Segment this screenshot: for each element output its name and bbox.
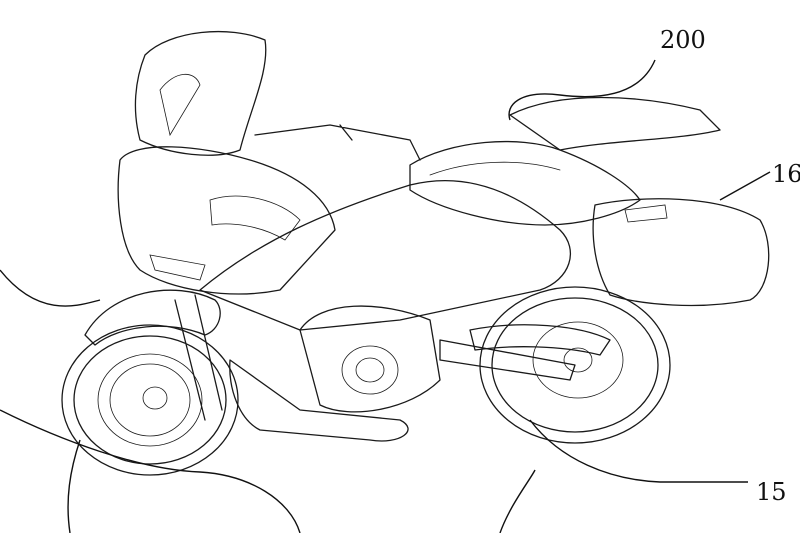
leader-line-left-bottom (67, 439, 81, 533)
seat (409, 140, 641, 226)
label-15: 15 (756, 478, 787, 506)
headlight (149, 254, 206, 281)
leader-line-16 (719, 171, 771, 201)
mirror (209, 195, 301, 241)
front-wheel (61, 324, 239, 476)
leader-line-15 (529, 419, 748, 483)
luggage-rack (509, 96, 721, 151)
windscreen (134, 31, 267, 156)
label-200: 200 (660, 26, 706, 54)
front-fairing (117, 146, 336, 295)
seat-seam (429, 161, 561, 176)
pannier-latch (624, 204, 668, 223)
windscreen-vent (159, 73, 201, 137)
front-fender (84, 289, 221, 346)
front-fork (174, 294, 223, 421)
leader-line-200 (508, 59, 656, 121)
leader-line-bottom-center (499, 469, 536, 533)
leader-line-left-lower (0, 409, 301, 533)
fuel-tank-body (199, 179, 571, 331)
rear-wheel (479, 286, 671, 444)
side-pannier (592, 198, 770, 307)
leader-line-left-upper (0, 269, 101, 307)
engine (299, 305, 441, 413)
handlebar (254, 124, 421, 161)
label-16: 16 (772, 160, 800, 188)
exhaust (469, 324, 611, 356)
belly-pan (229, 359, 409, 442)
swingarm (439, 339, 576, 381)
